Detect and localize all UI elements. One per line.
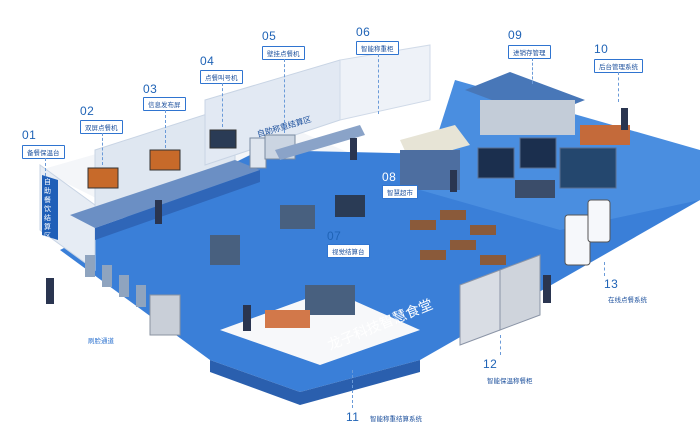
back-wall-right <box>339 44 431 121</box>
callout-number: 05 <box>262 29 277 43</box>
locker-cabinets <box>459 254 541 346</box>
callout-number: 07 <box>327 229 342 243</box>
kiosk <box>249 137 267 169</box>
checkout-table-1 <box>210 235 240 265</box>
weigh-counter <box>275 125 365 160</box>
entry-pillar <box>42 175 58 240</box>
callout-number: 10 <box>594 42 609 56</box>
admin-desks <box>580 125 630 145</box>
front-walkway <box>220 290 420 365</box>
callout-number: 01 <box>22 128 37 142</box>
floor-edge <box>210 360 420 405</box>
callout-number: 04 <box>200 54 215 68</box>
callout-number: 03 <box>143 82 158 96</box>
callout-leader <box>618 72 619 102</box>
callout-leader <box>45 158 46 176</box>
people <box>46 108 628 331</box>
callout-leader <box>102 133 103 165</box>
serving-counter-front <box>95 170 260 240</box>
callout-number: 12 <box>483 357 498 371</box>
menu-screen-3 <box>209 129 237 149</box>
left-wall-sign: 自助餐饮结算区 <box>44 178 51 240</box>
callout-label: 壁挂点餐机 <box>262 46 305 60</box>
food-tray <box>265 310 310 328</box>
callout-leader <box>378 54 379 114</box>
callout-label: 视觉结算台 <box>327 244 370 258</box>
callout-leader <box>222 83 223 127</box>
callout-label: 智能称重结算系统 <box>370 415 422 423</box>
callout-number: 09 <box>508 28 523 42</box>
callout-number: 08 <box>382 170 397 184</box>
menu-screen-1 <box>87 167 119 189</box>
callout-label: 智能保温称餐柜 <box>487 377 533 385</box>
callout-leader <box>165 110 166 148</box>
callout-label: 点餐叫号机 <box>200 70 243 84</box>
callout-number: 13 <box>604 277 619 291</box>
callout-number: 02 <box>80 104 95 118</box>
mobile-phone <box>564 214 591 266</box>
monitoring-screens <box>477 137 617 189</box>
callout-label: 在线点餐系统 <box>608 296 647 304</box>
entrance-label: 刷脸通道 <box>88 337 114 345</box>
checkout-table-2 <box>280 205 315 229</box>
callout-label: 双屏点餐机 <box>80 120 123 134</box>
callout-leader <box>352 370 353 408</box>
menu-screen-2 <box>149 149 181 171</box>
callout-label: 后台管理系统 <box>594 59 643 73</box>
face-gates <box>85 255 181 336</box>
checkout-table-3 <box>305 285 355 315</box>
callout-leader <box>604 262 605 276</box>
callout-label: 备餐保温台 <box>22 145 65 159</box>
control-desk <box>515 180 555 198</box>
callout-leader <box>532 58 533 84</box>
callout-leader <box>500 335 501 355</box>
callout-number: 06 <box>356 25 371 39</box>
callout-label: 信息发布屏 <box>143 97 186 111</box>
warehouse-building <box>480 100 575 135</box>
callout-label: 进销存管理 <box>508 45 551 59</box>
mobile-phone-2 <box>587 199 611 243</box>
callout-label: 智慧超市 <box>382 185 418 199</box>
callout-label: 智能称重柜 <box>356 41 399 55</box>
serving-counter <box>70 160 260 228</box>
dining-tables <box>410 210 506 265</box>
checkout-table-4 <box>335 195 365 217</box>
callout-leader <box>284 59 285 133</box>
callout-number: 11 <box>346 410 360 424</box>
